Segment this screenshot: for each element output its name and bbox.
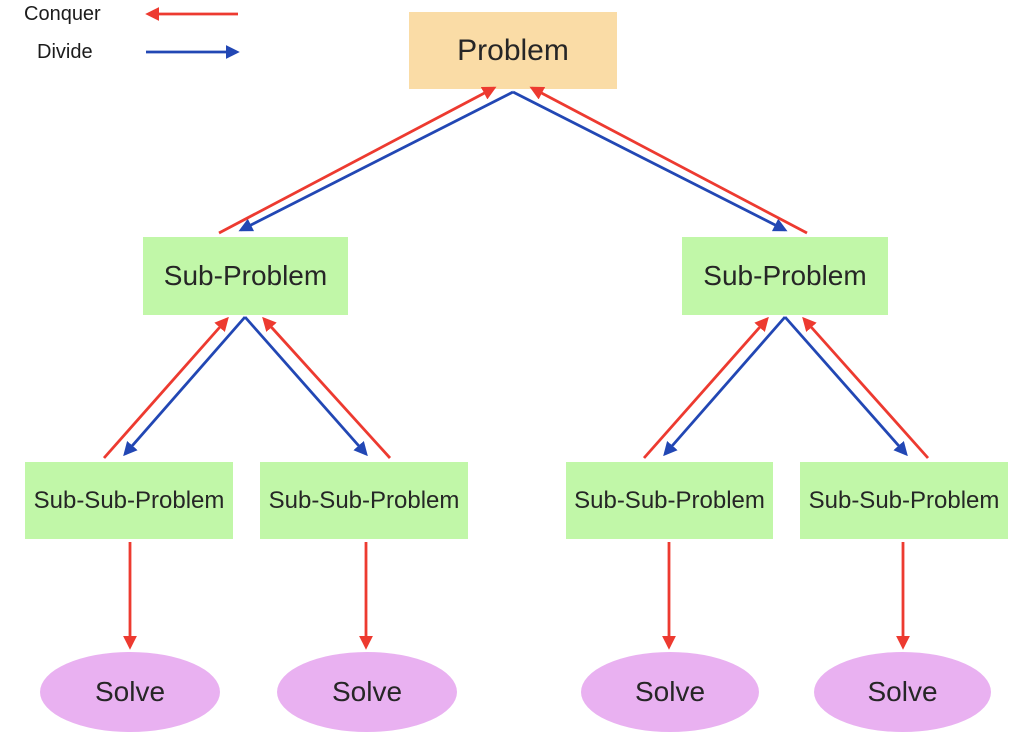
- conquer-arrow-subsub-2-to-sub-left: [262, 316, 392, 459]
- conquer-arrow-sub-right-to-problem: [529, 86, 808, 235]
- conquer-arrow-subsub-3-to-sub-right: [642, 316, 769, 459]
- node-sub-problem-left: Sub-Problem: [143, 237, 348, 315]
- node-sub-sub-problem-3: Sub-Sub-Problem: [566, 462, 773, 539]
- node-problem: Problem: [409, 12, 617, 89]
- conquer-arrow-sub-left-to-problem: [218, 86, 497, 235]
- node-sub-sub-problem-1: Sub-Sub-Problem: [25, 462, 233, 539]
- node-solve-1: Solve: [40, 652, 220, 732]
- divide-arrow-problem-to-sub-right: [512, 90, 788, 232]
- conquer-arrow-subsub-1-to-sub-left: [102, 316, 229, 459]
- node-solve-4: Solve: [814, 652, 991, 732]
- node-sub-sub-problem-2: Sub-Sub-Problem: [260, 462, 468, 539]
- node-solve-3: Solve: [581, 652, 759, 732]
- divide-arrow-sub-right-to-subsub-4: [783, 316, 908, 457]
- legend-divide-label: Divide: [37, 41, 93, 63]
- legend-conquer-label: Conquer: [24, 3, 101, 25]
- conquer-arrow-subsub-4-to-sub-right: [802, 316, 930, 459]
- node-sub-problem-right: Sub-Problem: [682, 237, 888, 315]
- divide-arrow-sub-left-to-subsub-2: [243, 316, 368, 457]
- divide-arrow-problem-to-sub-left: [238, 90, 514, 232]
- node-sub-sub-problem-4: Sub-Sub-Problem: [800, 462, 1008, 539]
- node-solve-2: Solve: [277, 652, 457, 732]
- divide-arrow-sub-left-to-subsub-1: [123, 316, 247, 457]
- divide-arrow-sub-right-to-subsub-3: [663, 316, 787, 457]
